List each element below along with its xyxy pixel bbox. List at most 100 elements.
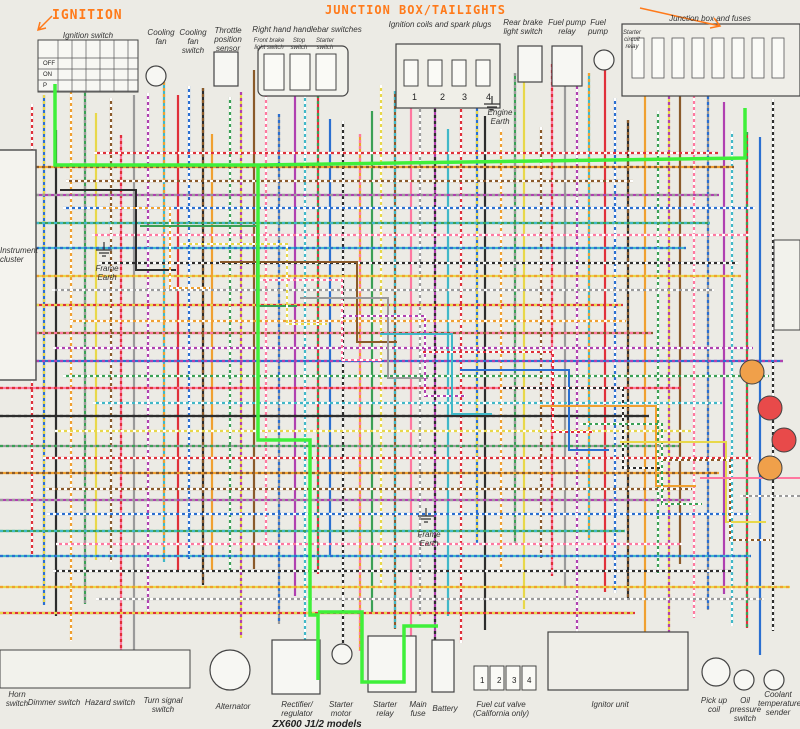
- instrument-cluster-label: Instrument cluster: [0, 246, 38, 264]
- coil-number-3: 3: [462, 92, 468, 102]
- ignition-coil-2: [427, 59, 443, 87]
- fuel-cut-valve-3: [505, 665, 521, 691]
- rear-brake-label: Rear brake light switch: [503, 18, 543, 36]
- rectifier-box: [271, 639, 321, 695]
- ignition-annotation: IGNITION: [52, 8, 123, 23]
- ignition-coil-1: [403, 59, 419, 87]
- battery-box: [431, 639, 455, 693]
- alternator-label: Alternator: [215, 702, 251, 711]
- wire: [220, 261, 397, 343]
- fuse-7: [751, 37, 765, 79]
- pickup-coil-label: Pick up coil: [700, 696, 728, 714]
- fuel-cut-valve-1: [473, 665, 489, 691]
- wire: [318, 610, 438, 684]
- fuel-cut-valve-2: [489, 665, 505, 691]
- ignition-switch-table: [37, 39, 139, 93]
- starter-relay-bottom-label: Starter relay: [372, 700, 397, 718]
- instrument-cluster-box: [0, 149, 37, 381]
- front-brake-label: Front brake light switch: [253, 38, 285, 51]
- fuel-valve-2: 2: [497, 676, 502, 685]
- coolant-temp-sender-label: Coolant temperature sender: [758, 690, 800, 717]
- wire: [620, 441, 766, 523]
- rear-brake-switch-box: [517, 45, 543, 83]
- ignition-switch-label: Ignition switch: [62, 31, 114, 40]
- fuel-pump-label: Fuel pump: [587, 18, 608, 36]
- model-label: ZX600 J1/2 models: [272, 719, 362, 729]
- battery-label: Battery: [432, 704, 458, 713]
- wire-tracer: [100, 207, 210, 289]
- fuel-cut-valve-label: Fuel cut valve (California only): [472, 700, 530, 718]
- coils-label: Ignition coils and spark plugs: [388, 20, 492, 29]
- lamp-icon: [771, 427, 797, 453]
- lamp-icon: [757, 455, 783, 481]
- wire-tracer: [500, 387, 663, 469]
- starter-motor-label: Starter motor: [328, 700, 353, 718]
- lh-switch-housing: [0, 649, 191, 689]
- igniter-unit-box: [547, 631, 689, 691]
- fuel-pump-relay-label: Fuel pump relay: [548, 18, 586, 36]
- fuse-2: [651, 37, 665, 79]
- ignition-coil-3: [451, 59, 467, 87]
- wire: [340, 315, 465, 397]
- ign-row-off: OFF: [43, 61, 55, 67]
- ground-icon: [484, 96, 500, 111]
- cooling-fan-label: Cooling fan: [147, 28, 175, 46]
- ground-icon: [418, 508, 434, 523]
- wire: [700, 477, 800, 479]
- horn-switch-label: Horn switch: [5, 690, 29, 708]
- fuel-pump-relay-box: [551, 45, 583, 87]
- ign-row-p: P: [43, 83, 48, 89]
- wire: [60, 189, 176, 271]
- igniter-unit-label: Ignitor unit: [591, 700, 629, 709]
- wire-tracer: [180, 243, 327, 325]
- cooling-fan-motor-icon: [145, 65, 167, 87]
- wire: [300, 297, 428, 379]
- wire: [540, 405, 696, 487]
- wire: [460, 369, 609, 451]
- wire-tracer: [420, 351, 593, 433]
- pickup-coil-icon: [701, 657, 731, 687]
- ignition-coil-4: [475, 59, 491, 87]
- coolant-sender-icon: [763, 669, 785, 691]
- oil-pressure-switch-label: Oil pressure switch: [730, 696, 762, 723]
- dimmer-switch-label: Dimmer switch: [27, 698, 81, 707]
- fuse-5: [711, 37, 725, 79]
- wire-tracer: [260, 279, 382, 361]
- wire: [420, 351, 593, 433]
- stop-switch-label: Stop switch: [290, 38, 308, 51]
- main-fuse-label: Main fuse: [409, 700, 427, 718]
- lamp-icon: [757, 395, 783, 421]
- coil-number-2: 2: [440, 92, 446, 102]
- fuse-3: [671, 37, 685, 79]
- rh-switches-label: Right hand handlebar switches: [252, 25, 362, 34]
- coil-number-4: 4: [486, 92, 492, 102]
- starter-motor-icon: [331, 643, 353, 665]
- starter-switch-label: Starter switch: [315, 38, 334, 51]
- cooling-fan-switch-label: Cooling fan switch: [179, 28, 207, 55]
- handlebar-switch-1: [263, 53, 285, 91]
- handlebar-switch-3: [315, 53, 337, 91]
- turn-signal-switch-label: Turn signal switch: [143, 696, 183, 714]
- wire-tracer: [740, 495, 800, 497]
- ignition-arrow-icon: [36, 15, 53, 32]
- wire: [740, 495, 800, 497]
- wire-tracer: [660, 459, 770, 541]
- handlebar-switch-2: [289, 53, 311, 91]
- ground-icon: [96, 242, 112, 257]
- engine-earth-label: Engine Earth: [487, 108, 513, 126]
- right-connector-box: [773, 239, 800, 331]
- hazard-switch-label: Hazard switch: [84, 698, 136, 707]
- fuse-1: [631, 37, 645, 79]
- fuse-8: [771, 37, 785, 79]
- wire: [53, 84, 747, 167]
- junction-arrow-icon: [639, 7, 722, 29]
- wire-tracer: [340, 315, 465, 397]
- fuse-6: [731, 37, 745, 79]
- fuel-valve-1: 1: [480, 676, 485, 685]
- junction-annotation: JUNCTION BOX/TAILIGHTS: [325, 3, 506, 17]
- junction-box-label: Junction box and fuses: [669, 14, 751, 23]
- fuel-pump-icon: [593, 49, 615, 71]
- throttle-sensor-box: [213, 51, 239, 87]
